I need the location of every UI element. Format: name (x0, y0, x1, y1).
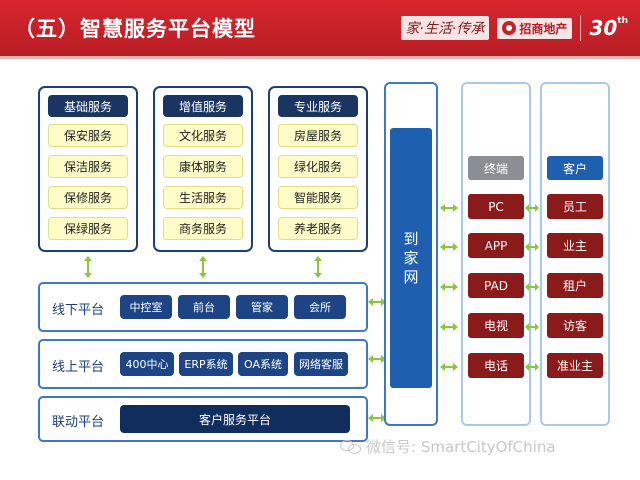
daojia-network: 到家网 (390, 128, 432, 388)
customers-title: 客户 (547, 156, 603, 180)
brand-area: 家·生活·传承 招商地产 30th (400, 10, 628, 46)
customer-item: 准业主 (547, 353, 603, 378)
brand-divider (580, 15, 582, 41)
anniversary-suffix: th (617, 16, 628, 26)
online-platform: 线上平台 400中心 ERP系统 OA系统 网络客服 (38, 339, 368, 389)
service-item: 养老服务 (278, 217, 358, 240)
double-arrow-horizontal-icon (525, 204, 539, 212)
linkage-platform: 联动平台 客户服务平台 (38, 396, 368, 442)
service-item: 绿化服务 (278, 155, 358, 178)
service-item: 保安服务 (48, 124, 128, 147)
terminal-item: APP (468, 233, 524, 258)
customers-column: 客户 员工 业主 租户 访客 准业主 (540, 82, 610, 426)
service-group-title: 增值服务 (163, 95, 243, 117)
platform-item: 400中心 (120, 352, 174, 376)
anniversary-badge: 30th (589, 16, 628, 40)
offline-platform: 线下平台 中控室 前台 管家 会所 (38, 282, 368, 332)
double-arrow-horizontal-icon (440, 283, 458, 291)
watermark-text: 微信号: SmartCityOfChina (366, 438, 556, 456)
customer-item: 业主 (547, 233, 603, 258)
service-item: 智能服务 (278, 186, 358, 209)
double-arrow-horizontal-icon (368, 414, 386, 422)
platform-item: 会所 (294, 295, 346, 319)
wechat-watermark: 微信号: SmartCityOfChina (340, 436, 556, 457)
service-group-value-added: 增值服务 文化服务 康体服务 生活服务 商务服务 (153, 86, 253, 252)
service-item: 房屋服务 (278, 124, 358, 147)
service-item: 保绿服务 (48, 217, 128, 240)
platform-item: 前台 (178, 295, 230, 319)
service-item: 保修服务 (48, 186, 128, 209)
service-group-professional: 专业服务 房屋服务 绿化服务 智能服务 养老服务 (268, 86, 368, 252)
platform-item: OA系统 (238, 352, 288, 376)
double-arrow-horizontal-icon (440, 204, 458, 212)
platform-item: 中控室 (120, 295, 172, 319)
service-item: 生活服务 (163, 186, 243, 209)
platform-label: 联动平台 (52, 415, 105, 430)
double-arrow-horizontal-icon (440, 363, 458, 371)
header-underline (0, 56, 640, 59)
double-arrow-horizontal-icon (440, 323, 458, 331)
double-arrow-horizontal-icon (525, 283, 539, 291)
customer-item: 租户 (547, 273, 603, 298)
double-arrow-horizontal-icon (525, 323, 539, 331)
platform-item: 网络客服 (294, 352, 348, 376)
double-arrow-horizontal-icon (368, 298, 386, 306)
platform-label: 线下平台 (52, 303, 105, 318)
logo-mark-icon (502, 21, 517, 35)
double-arrow-horizontal-icon (368, 355, 386, 363)
customer-service-platform: 客户服务平台 (120, 405, 350, 433)
terminal-item: PC (468, 194, 524, 219)
service-group-title: 基础服务 (48, 95, 128, 117)
platform-item: ERP系统 (179, 352, 233, 376)
platform-item: 管家 (236, 295, 288, 319)
terminals-title: 终端 (468, 156, 524, 180)
service-item: 康体服务 (163, 155, 243, 178)
customer-item: 员工 (547, 194, 603, 219)
wechat-icon (340, 439, 362, 455)
double-arrow-horizontal-icon (440, 243, 458, 251)
page-title: （五）智慧服务平台模型 (14, 17, 256, 41)
terminal-item: 电话 (468, 353, 524, 378)
double-arrow-vertical-icon (199, 256, 207, 278)
calligraphy-slogan: 家·生活·传承 (400, 16, 490, 40)
service-item: 文化服务 (163, 124, 243, 147)
service-item: 保洁服务 (48, 155, 128, 178)
service-group-basic: 基础服务 保安服务 保洁服务 保修服务 保绿服务 (38, 86, 138, 252)
daojia-label: 到家网 (403, 229, 419, 286)
double-arrow-vertical-icon (84, 256, 92, 278)
double-arrow-horizontal-icon (525, 243, 539, 251)
company-logo: 招商地产 (497, 17, 573, 39)
terminal-item: 电视 (468, 313, 524, 338)
service-group-title: 专业服务 (278, 95, 358, 117)
anniversary-number: 30 (589, 16, 618, 40)
platform-label: 线上平台 (52, 360, 105, 375)
double-arrow-horizontal-icon (525, 363, 539, 371)
terminals-column: 终端 PC APP PAD 电视 电话 (461, 82, 531, 426)
customer-item: 访客 (547, 313, 603, 338)
header-banner: （五）智慧服务平台模型 家·生活·传承 招商地产 30th (0, 0, 640, 56)
double-arrow-vertical-icon (314, 256, 322, 278)
service-item: 商务服务 (163, 217, 243, 240)
logo-text: 招商地产 (519, 21, 568, 36)
terminal-item: PAD (468, 273, 524, 298)
